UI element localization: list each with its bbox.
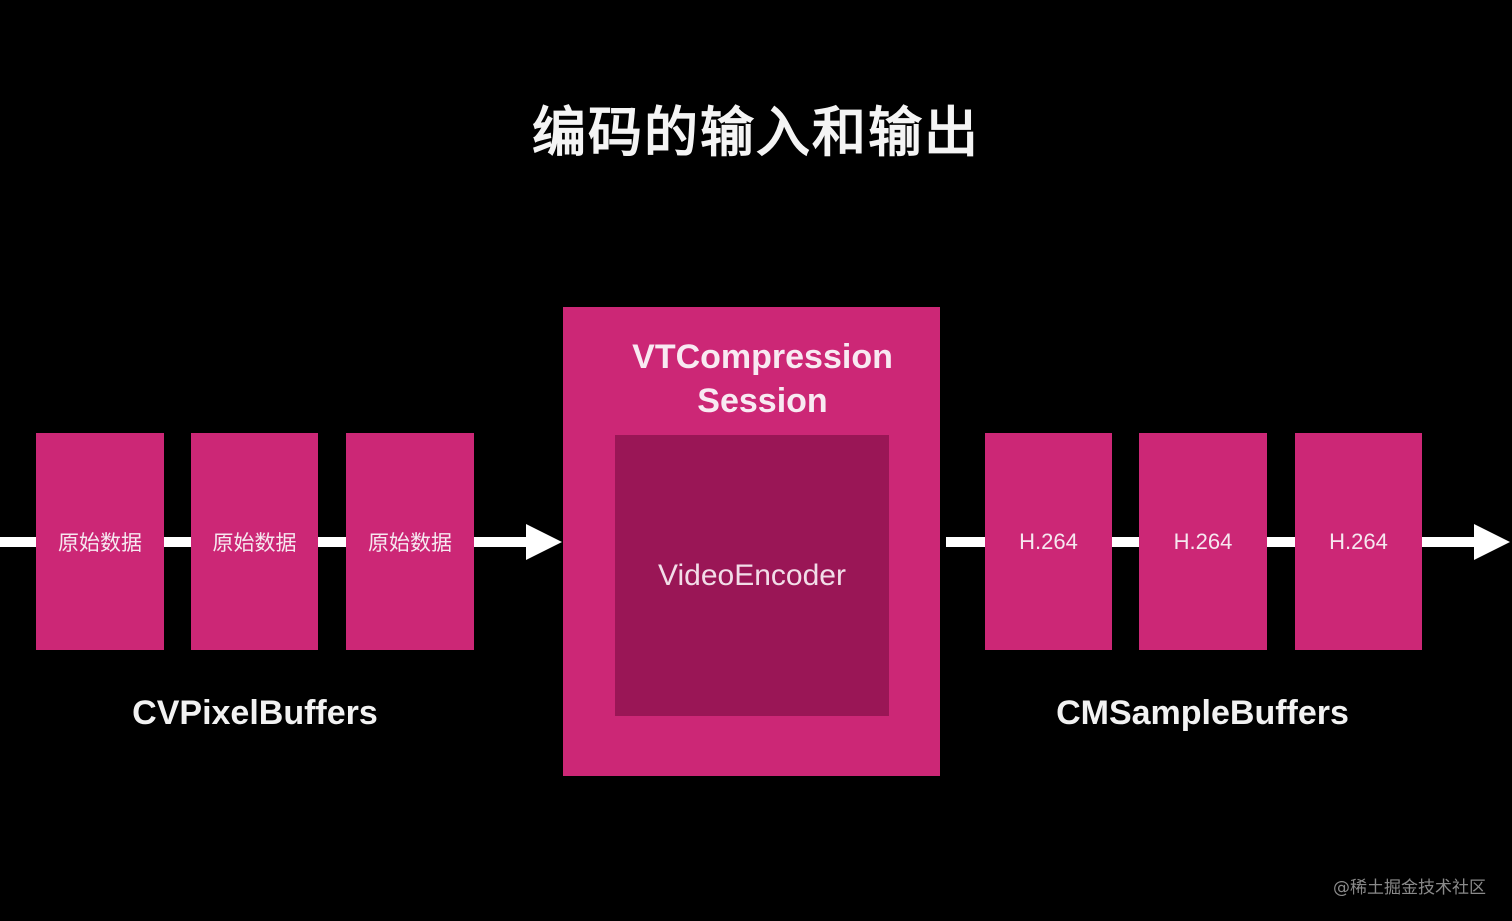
input-caption: CVPixelBuffers [132,694,378,732]
output-frame: H.264 [985,433,1112,650]
video-encoder-box: VideoEncoder [615,435,889,716]
output-arrow-icon [1474,524,1510,560]
output-frame-label: H.264 [1173,528,1233,554]
output-caption: CMSampleBuffers [1056,694,1349,732]
watermark: @稀土掘金技术社区 [1333,878,1486,898]
input-frame-label: 原始数据 [58,530,142,555]
input-frame: 原始数据 [36,433,164,650]
diagram-title: 编码的输入和输出 [532,101,980,164]
output-frame: H.264 [1295,433,1422,650]
input-frame: 原始数据 [346,433,474,650]
output-frame: H.264 [1139,433,1267,650]
input-frame-label: 原始数据 [368,530,452,555]
video-encoder-label: VideoEncoder [658,558,846,592]
input-arrow-icon [526,524,562,560]
compression-session-box: VTCompression Session VideoEncoder [563,307,940,776]
output-frame-label: H.264 [1329,528,1388,554]
output-frame-label: H.264 [1019,528,1078,554]
session-title-line2: Session [697,382,828,420]
input-frame: 原始数据 [191,433,318,650]
input-frame-label: 原始数据 [212,530,297,555]
session-title: VTCompression Session [563,335,940,423]
session-title-line1: VTCompression [632,338,893,376]
